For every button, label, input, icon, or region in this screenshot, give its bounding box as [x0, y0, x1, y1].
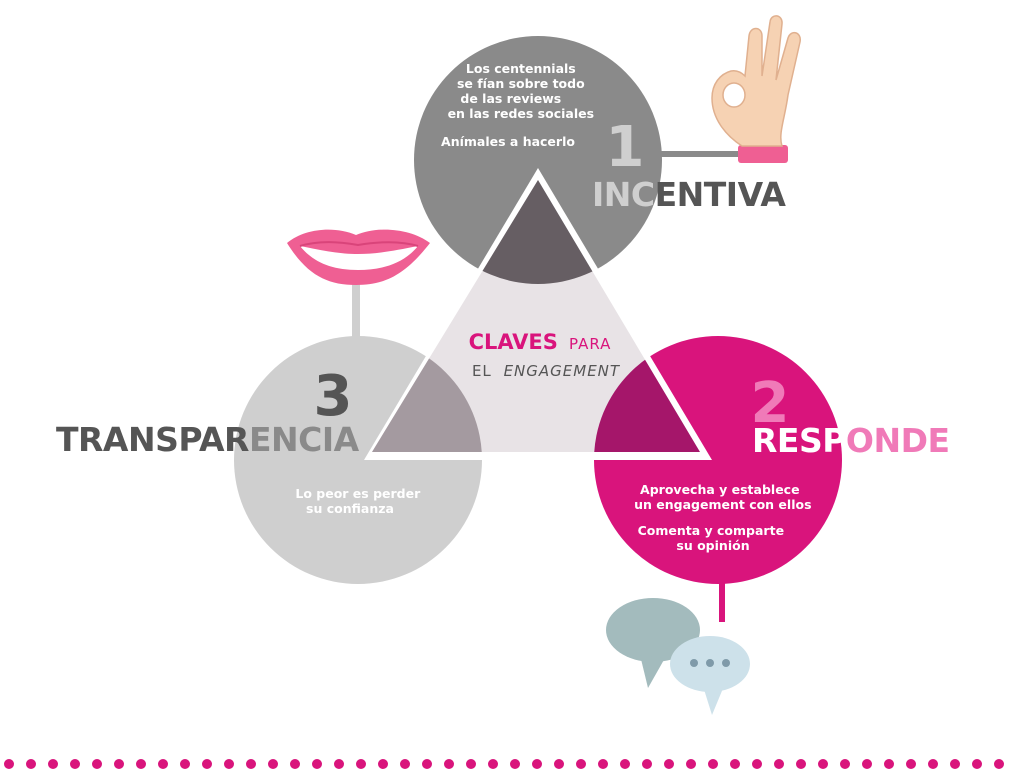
divider-dot — [180, 759, 190, 769]
center-title-line2: EL ENGAGEMENT — [472, 362, 621, 380]
divider-dot — [928, 759, 938, 769]
divider-dot — [466, 759, 476, 769]
divider-dot — [840, 759, 850, 769]
responde-text: Aprovecha y establece un engagement con … — [634, 482, 816, 553]
divider-dot — [752, 759, 762, 769]
divider-dot — [664, 759, 674, 769]
responde-line-3: Comenta y comparte — [638, 523, 784, 538]
divider-dot — [906, 759, 916, 769]
incentiva-word-part1: INC — [592, 175, 655, 214]
divider-dot — [862, 759, 872, 769]
incentiva-line-5: Anímales a hacerlo — [441, 134, 575, 149]
center-word-el: EL — [472, 362, 492, 380]
transparencia-word-part2: ENCIA — [249, 420, 360, 459]
incentiva-word: INCENTIVA — [592, 175, 786, 214]
incentiva-line-2: se fían sobre todo — [457, 76, 585, 91]
divider-dot — [730, 759, 740, 769]
incentiva-number: 1 — [606, 115, 645, 180]
transparencia-word-part1: TRANSPAR — [56, 420, 249, 459]
divider-dot — [268, 759, 278, 769]
divider-dot — [312, 759, 322, 769]
overlap-responde — [594, 336, 700, 452]
circle-incentiva — [414, 36, 662, 284]
divider-dot — [400, 759, 410, 769]
divider-dot — [950, 759, 960, 769]
responde-line-1: Aprovecha y establece — [640, 482, 800, 497]
divider-dot — [4, 759, 14, 769]
divider-dot — [290, 759, 300, 769]
center-word-engagement: ENGAGEMENT — [504, 362, 621, 380]
divider-dot — [422, 759, 432, 769]
center-title-line1: CLAVES PARA — [469, 330, 612, 354]
divider-dot — [334, 759, 344, 769]
divider-dot — [532, 759, 542, 769]
responde-line-4: su opinión — [676, 538, 749, 553]
dotted-divider — [4, 759, 1004, 769]
divider-dot — [708, 759, 718, 769]
divider-dot — [884, 759, 894, 769]
ok-hand-icon — [711, 15, 801, 163]
overlap-transparencia — [372, 336, 482, 452]
incentiva-line-4: en las redes sociales — [448, 106, 594, 121]
divider-dot — [136, 759, 146, 769]
divider-dot — [378, 759, 388, 769]
center-word-para: PARA — [569, 335, 611, 353]
lips-icon — [287, 229, 430, 285]
incentiva-line-3: de las reviews — [460, 91, 561, 106]
incentiva-text: Los centennials se fían sobre todo de la… — [441, 61, 598, 149]
incentiva-word-part2: ENTIVA — [655, 175, 787, 214]
divider-dot — [642, 759, 652, 769]
divider-dot — [202, 759, 212, 769]
transparencia-word: TRANSPARENCIA — [56, 420, 360, 459]
divider-dot — [972, 759, 982, 769]
divider-dot — [818, 759, 828, 769]
divider-dot — [576, 759, 586, 769]
divider-dot — [356, 759, 366, 769]
transparencia-text: Lo peor es perder su confianza — [295, 486, 424, 516]
divider-dot — [246, 759, 256, 769]
divider-dot — [796, 759, 806, 769]
divider-dot — [554, 759, 564, 769]
transparencia-number: 3 — [314, 364, 353, 429]
divider-dot — [48, 759, 58, 769]
responde-word: RESPONDE — [752, 421, 950, 460]
divider-dot — [158, 759, 168, 769]
divider-dot — [70, 759, 80, 769]
divider-dot — [598, 759, 608, 769]
transparencia-line-2: su confianza — [306, 501, 394, 516]
transparencia-line-1: Lo peor es perder — [295, 486, 421, 501]
speech-bubbles-icon — [606, 598, 750, 715]
divider-dot — [620, 759, 630, 769]
divider-dot — [686, 759, 696, 769]
responde-word-part1: RESP — [752, 421, 846, 460]
divider-dot — [510, 759, 520, 769]
responde-line-2: un engagement con ellos — [634, 497, 811, 512]
divider-dot — [224, 759, 234, 769]
divider-dot — [114, 759, 124, 769]
divider-dot — [774, 759, 784, 769]
divider-dot — [92, 759, 102, 769]
divider-dot — [488, 759, 498, 769]
divider-dot — [994, 759, 1004, 769]
divider-dot — [444, 759, 454, 769]
center-keyword: CLAVES — [469, 330, 558, 354]
incentiva-line-1: Los centennials — [466, 61, 576, 76]
divider-dot — [26, 759, 36, 769]
responde-number: 2 — [751, 371, 790, 436]
responde-word-part2: ONDE — [846, 421, 950, 460]
